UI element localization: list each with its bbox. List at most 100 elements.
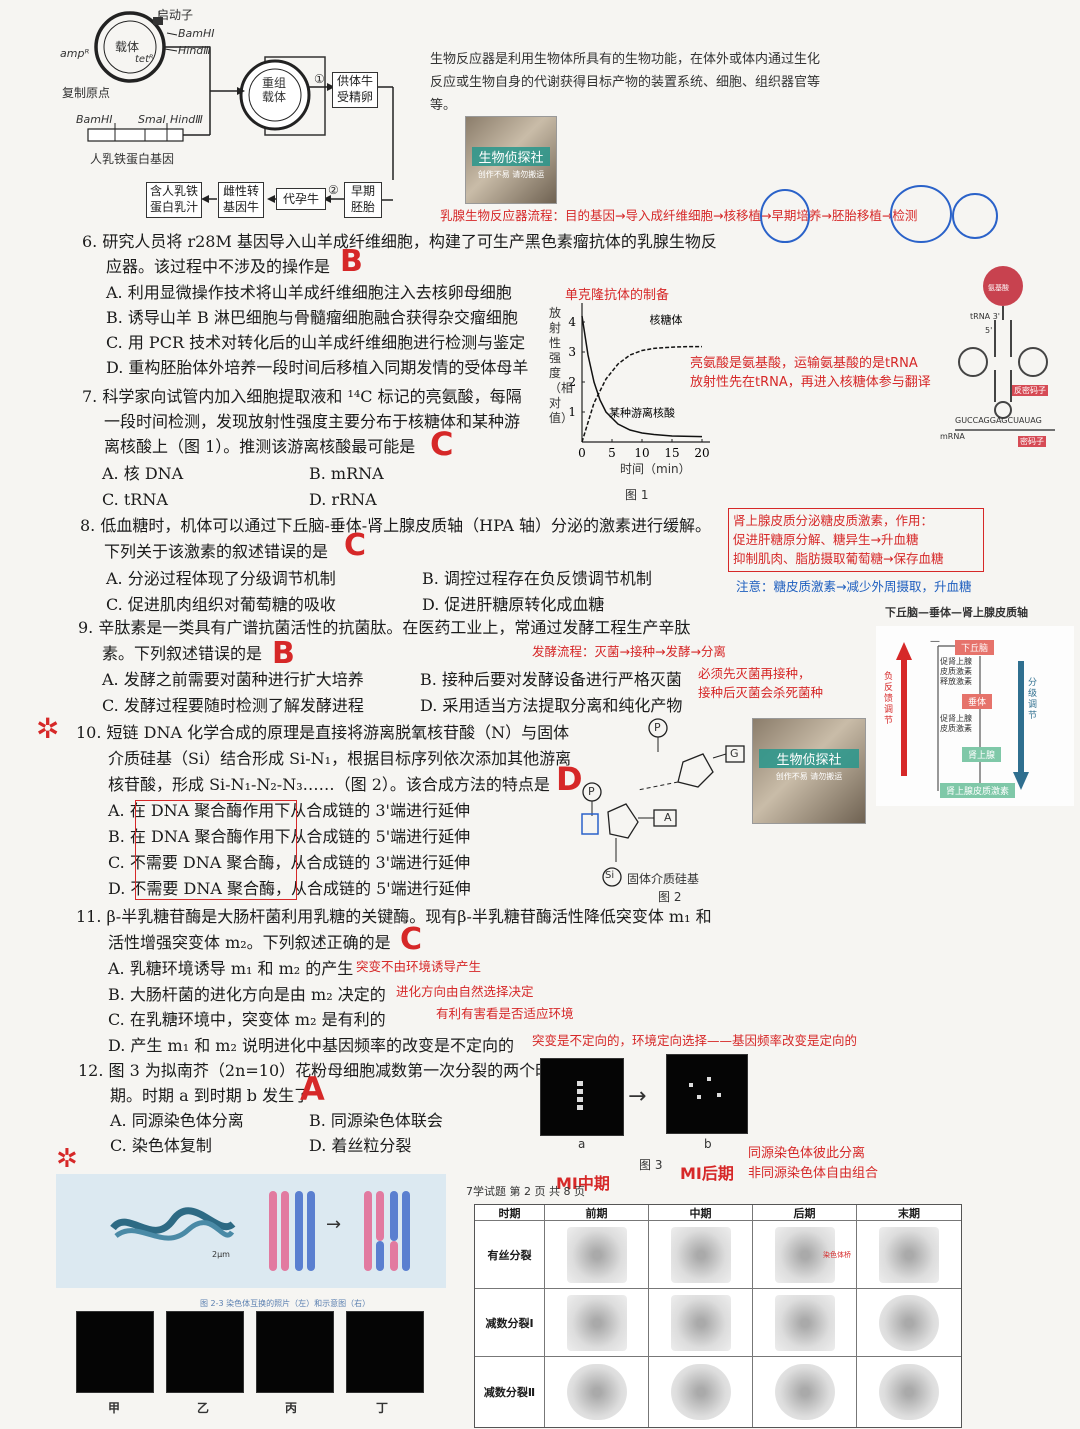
q7-note-2: 放射性先在tRNA，再进入核糖体参与翻译 <box>690 375 931 390</box>
q10-stem-line-3: 核苷酸，形成 Si-N₁-N₂-N₃……（图 2）。该合成方法的特点是 <box>108 775 550 794</box>
q10-option-b[interactable]: B. 在 DNA 聚合酶作用下从合成链的 5'端进行延伸 <box>108 827 471 846</box>
q7-option-c[interactable]: C. tRNA <box>102 490 168 509</box>
q8-option-a[interactable]: A. 分泌过程体现了分级调节机制 <box>106 569 336 588</box>
figure-3-b <box>666 1054 748 1134</box>
chart-y-tick-label: 1 <box>568 405 576 419</box>
q8-stem-line-1: 8. 低血糖时，机体可以通过下丘脑-垂体-肾上腺皮质轴（HPA 轴）分泌的激素进… <box>80 516 712 535</box>
figure-3-a <box>540 1058 624 1136</box>
q7-stem-line-1: 7. 科学家向试管内加入细胞提取液和 ¹⁴C 标记的亮氨酸，每隔 <box>82 387 522 406</box>
q12-option-a[interactable]: A. 同源染色体分离 <box>110 1111 244 1130</box>
q6-answer: B <box>340 244 363 279</box>
q12-option-c[interactable]: C. 染色体复制 <box>110 1136 212 1155</box>
q8-box-line-2: 促进肝糖原分解、糖异生→升血糖 <box>733 532 919 547</box>
mammary-process-note: 乳腺生物反应器流程：目的基因→导入成纤维细胞→核移植→早期培养→胚胎移植→检测 <box>440 208 918 223</box>
q6-option-b[interactable]: B. 诱导山羊 B 淋巴细胞与骨髓瘤细胞融合获得杂交瘤细胞 <box>106 308 518 327</box>
q8-box-line-3: 抑制肌肉、脂肪摄取葡萄糖→保存血糖 <box>733 551 944 566</box>
q12-star-mark: ✲ <box>56 1144 78 1174</box>
trna-label: tRNA 3' <box>970 312 1000 321</box>
q8-answer: C <box>344 528 367 563</box>
q11-option-a[interactable]: A. 乳糖环境诱导 m₁ 和 m₂ 的产生 <box>108 959 354 978</box>
q8-option-b[interactable]: B. 调控过程存在负反馈调节机制 <box>422 569 652 588</box>
q7-option-b[interactable]: B. mRNA <box>309 464 384 483</box>
q8-box-line-1: 肾上腺皮质分泌糖皮质激素，作用： <box>733 513 934 528</box>
q9-option-b[interactable]: B. 接种后要对发酵设备进行严格灭菌 <box>420 670 682 689</box>
q10-red-box <box>135 800 297 900</box>
q11-option-b[interactable]: B. 大肠杆菌的进化方向是由 m₂ 决定的 <box>108 985 386 1004</box>
origin-label: 复制原点 <box>62 86 111 100</box>
chromosome-before <box>269 1191 315 1271</box>
intro-line-1: 生物反应器是利用生物体所具有的生物功能，在体外或体内通过生化 <box>430 52 821 67</box>
hpa-crh: 促肾上腺 皮质激素 释放激素 <box>940 657 972 686</box>
table-header-metaphase: 中期 <box>649 1205 753 1221</box>
hpa-acth: 促肾上腺 皮质激素 <box>940 714 972 733</box>
q10-option-a[interactable]: A. 在 DNA 聚合酶作用下从合成链的 3'端进行延伸 <box>108 801 470 820</box>
q10-option-c[interactable]: C. 不需要 DNA 聚合酶，从合成链的 3'端进行延伸 <box>108 853 471 872</box>
label-jia: 甲 <box>108 1401 121 1415</box>
q8-option-d[interactable]: D. 促进肝糖原转化成血糖 <box>422 595 605 614</box>
annotation-circles <box>760 185 998 243</box>
q12-option-d[interactable]: D. 着丝粒分裂 <box>309 1136 412 1155</box>
q8-option-c[interactable]: C. 促进肌肉组织对葡萄糖的吸收 <box>106 595 336 614</box>
trna-anticodon: 反密码子 <box>1012 385 1048 396</box>
trna-codon: 密码子 <box>1018 436 1046 447</box>
q6-option-c[interactable]: C. 用 PCR 技术对转化后的山羊成纤维细胞进行检测与鉴定 <box>106 333 526 352</box>
table-header-period: 时期 <box>475 1205 545 1221</box>
transgenic-cow-box: 雌性转 基因牛 <box>218 182 264 218</box>
q7-stem-line-2: 一段时间检测，发现放射性强度主要分布于核糖体和某种游 <box>104 412 521 431</box>
q10-answer: D <box>556 760 583 798</box>
q10-option-d[interactable]: D. 不需要 DNA 聚合酶，从合成链的 5'端进行延伸 <box>108 879 471 898</box>
table-header-anaphase: 后期 <box>753 1205 857 1221</box>
bamh1-label-a: BamHⅠ <box>178 27 215 40</box>
cell-division-table: 时期 前期 中期 后期 末期 有丝分裂 减数分裂Ⅰ 减数分裂Ⅱ 染色体桥 <box>474 1204 962 1428</box>
recombinant-vector-label: 重组 载体 <box>262 76 287 104</box>
chart-x-tick-label: 15 <box>664 446 679 460</box>
q11-option-c[interactable]: C. 在乳糖环境中，突变体 m₂ 是有利的 <box>108 1010 386 1029</box>
chart-ylabel: 放射性强度（相对值） <box>549 306 574 425</box>
table-row-meiosis-1: 减数分裂Ⅰ <box>475 1289 545 1357</box>
q11-note-d: 突变是不定向的，环境定向选择——基因频率改变是定向的 <box>532 1033 858 1048</box>
q9-stem-line-2: 素。下列叙述错误的是 <box>102 644 263 663</box>
trna-amino-acid: 氨基酸 <box>988 284 1009 292</box>
figure-2-diagram <box>581 718 745 887</box>
fig2-si: Si <box>605 870 615 881</box>
q12-answer: A <box>300 1070 325 1108</box>
q11-answer: C <box>400 922 423 957</box>
trna-diagram <box>955 266 1055 431</box>
q9-option-c[interactable]: C. 发酵过程要随时检测了解发酵进程 <box>102 696 364 715</box>
hpa-diagram <box>876 626 1074 806</box>
trna-mrna: mRNA <box>940 432 965 441</box>
fig3-hand-a: MⅠ中期 <box>556 1174 610 1193</box>
hpa-cortisol: 肾上腺皮质激素 <box>940 783 1016 798</box>
cat-watermark-1: 生物侦探社 创作不易 请勿搬运 <box>465 116 557 204</box>
q11-option-d[interactable]: D. 产生 m₁ 和 m₂ 说明进化中基因频率的改变是不定向的 <box>108 1036 514 1055</box>
q9-option-d[interactable]: D. 采用适当方法提取分离和纯化产物 <box>420 696 683 715</box>
hind3-label-b: HindⅢ <box>170 113 203 126</box>
page-footer: 7学试题 第 2 页 共 8 页 <box>466 1185 585 1198</box>
q6-option-a[interactable]: A. 利用显微操作技术将山羊成纤维细胞注入去核卵母细胞 <box>106 283 512 302</box>
fig2-a: A <box>664 811 672 824</box>
q6-option-d[interactable]: D. 重构胚胎体外培养一段时间后移植入同期发情的受体母羊 <box>106 358 529 377</box>
table-bridge-tag: 染色体桥 <box>823 1251 851 1259</box>
q11-note-a: 突变不由环境诱导产生 <box>356 959 482 974</box>
q10-stem-line-1: 10. 短链 DNA 化学合成的原理是直接将游离脱氧核苷酸（N）与固体 <box>76 723 570 742</box>
fig2-caption: 图 2 <box>658 890 682 904</box>
q9-option-a[interactable]: A. 发酵之前需要对菌种进行扩大培养 <box>102 670 364 689</box>
q6-stem-line-2: 应器。该过程中不涉及的操作是 <box>106 257 331 276</box>
fig2-p-top: P <box>654 721 661 734</box>
intro-line-3: 等。 <box>430 98 457 113</box>
q7-option-a[interactable]: A. 核 DNA <box>102 464 184 483</box>
chart-xlabel: 时间（min） <box>620 462 691 476</box>
cat-watermark-sub: 创作不易 请勿搬运 <box>477 170 545 179</box>
q7-option-d[interactable]: D. rRNA <box>309 490 377 509</box>
q12-option-b[interactable]: B. 同源染色体联会 <box>309 1111 443 1130</box>
label-yi: 乙 <box>197 1401 210 1415</box>
trna-five-prime: 5' <box>985 326 993 335</box>
cat-watermark-title: 生物侦探社 <box>472 147 550 166</box>
fig3-a-label: a <box>578 1137 586 1151</box>
q11-stem-line-2: 活性增强突变体 m₂。下列叙述正确的是 <box>108 933 391 952</box>
q8-stem-line-2: 下列关于该激素的叙述错误的是 <box>104 542 329 561</box>
chromosome-after <box>364 1191 410 1271</box>
chart-y-tick-label: 4 <box>568 315 576 329</box>
q6-note: 单克隆抗体的制备 <box>565 288 670 303</box>
chart-title: 图 1 <box>625 488 649 502</box>
